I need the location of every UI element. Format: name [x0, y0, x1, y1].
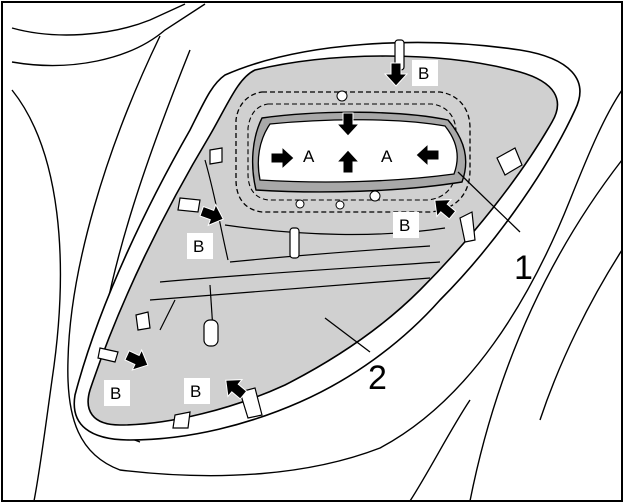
callout-2: 2	[368, 359, 387, 397]
letter-label-boxes	[104, 60, 438, 406]
label-a-left: A	[303, 147, 315, 166]
callout-1: 1	[514, 249, 533, 287]
label-b-bottom: B	[190, 382, 201, 401]
label-b-left-upper: B	[193, 237, 204, 256]
part-1-outline-dashed	[235, 91, 471, 213]
clip-pins	[97, 39, 523, 429]
label-b-top: B	[418, 64, 429, 83]
leader-lines	[324, 171, 521, 353]
label-b-left-lower: B	[110, 384, 121, 403]
label-b-right: B	[399, 216, 410, 235]
ring-holes	[295, 90, 381, 210]
label-a-right: A	[381, 147, 393, 166]
part-1-inner-dashed	[247, 103, 457, 201]
